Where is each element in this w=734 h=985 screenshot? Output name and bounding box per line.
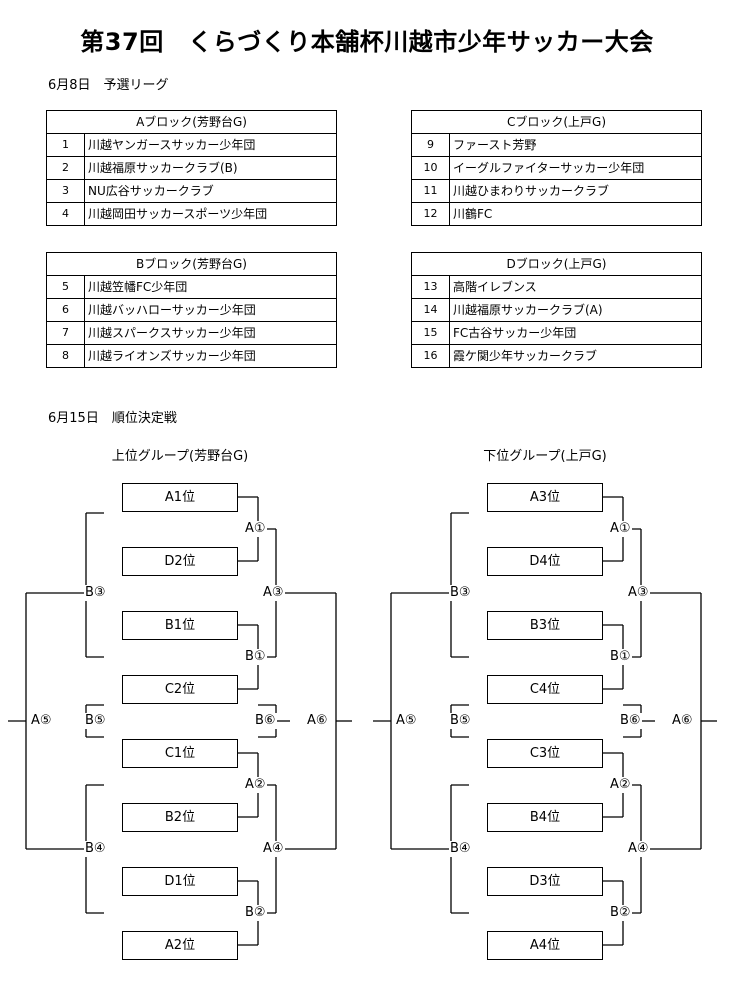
team-name: 川越バッハローサッカー少年団 <box>84 298 337 322</box>
match-label: B① <box>609 649 632 665</box>
team-number: 14 <box>411 298 450 322</box>
match-label: A① <box>609 521 632 537</box>
team-number: 10 <box>411 156 450 180</box>
seed-box: B4位 <box>487 803 603 832</box>
match-label: A⑥ <box>306 713 329 729</box>
match-label: A① <box>244 521 267 537</box>
match-label: B④ <box>449 841 472 857</box>
match-label: B② <box>609 905 632 921</box>
match-label: B⑤ <box>449 713 472 729</box>
seed-box: C2位 <box>122 675 238 704</box>
lower-group-label: 下位グループ(上戸G) <box>483 449 607 464</box>
seed-box: B3位 <box>487 611 603 640</box>
seed-box: C3位 <box>487 739 603 768</box>
seed-box: A1位 <box>122 483 238 512</box>
team-name: 川越福原サッカークラブ(B) <box>84 156 337 180</box>
seed-box: A4位 <box>487 931 603 960</box>
block-header: Bブロック(芳野台G) <box>46 252 337 276</box>
match-label: B⑤ <box>84 713 107 729</box>
block-header: Dブロック(上戸G) <box>411 252 702 276</box>
page-title: 第37回 くらづくり本舗杯川越市少年サッカー大会 <box>80 28 654 56</box>
team-name: 川越岡田サッカースポーツ少年団 <box>84 202 337 226</box>
match-label: A② <box>609 777 632 793</box>
match-label: B① <box>244 649 267 665</box>
seed-box: B1位 <box>122 611 238 640</box>
match-label: A④ <box>262 841 285 857</box>
match-label: B⑥ <box>254 713 277 729</box>
match-label: B② <box>244 905 267 921</box>
match-label: B③ <box>449 585 472 601</box>
section-preliminary-league: 6月8日 予選リーグ <box>48 78 169 93</box>
team-name: 霞ケ関少年サッカークラブ <box>449 344 702 368</box>
match-label: A② <box>244 777 267 793</box>
team-number: 16 <box>411 344 450 368</box>
seed-box: D2位 <box>122 547 238 576</box>
team-number: 12 <box>411 202 450 226</box>
team-name: 高階イレブンス <box>449 275 702 299</box>
team-name: 川越スパークスサッカー少年団 <box>84 321 337 345</box>
upper-group-label: 上位グループ(芳野台G) <box>111 449 249 464</box>
match-label: B④ <box>84 841 107 857</box>
team-name: 川越福原サッカークラブ(A) <box>449 298 702 322</box>
match-label: A③ <box>262 585 285 601</box>
match-label: B③ <box>84 585 107 601</box>
team-number: 8 <box>46 344 85 368</box>
seed-box: B2位 <box>122 803 238 832</box>
team-name: NU広谷サッカークラブ <box>84 179 337 203</box>
match-label: B⑥ <box>619 713 642 729</box>
match-label: A⑤ <box>30 713 53 729</box>
team-number: 4 <box>46 202 85 226</box>
seed-box: D4位 <box>487 547 603 576</box>
seed-box: D1位 <box>122 867 238 896</box>
seed-box: A3位 <box>487 483 603 512</box>
section-placement-matches: 6月15日 順位決定戦 <box>48 411 177 426</box>
match-label: A⑤ <box>395 713 418 729</box>
match-label: A⑥ <box>671 713 694 729</box>
seed-box: D3位 <box>487 867 603 896</box>
seed-box: C4位 <box>487 675 603 704</box>
block-header: Cブロック(上戸G) <box>411 110 702 134</box>
seed-box: A2位 <box>122 931 238 960</box>
match-label: A④ <box>627 841 650 857</box>
seed-box: C1位 <box>122 739 238 768</box>
team-name: 川越ライオンズサッカー少年団 <box>84 344 337 368</box>
team-name: 川越笠幡FC少年団 <box>84 275 337 299</box>
match-label: A③ <box>627 585 650 601</box>
team-name: 川鶴FC <box>449 202 702 226</box>
